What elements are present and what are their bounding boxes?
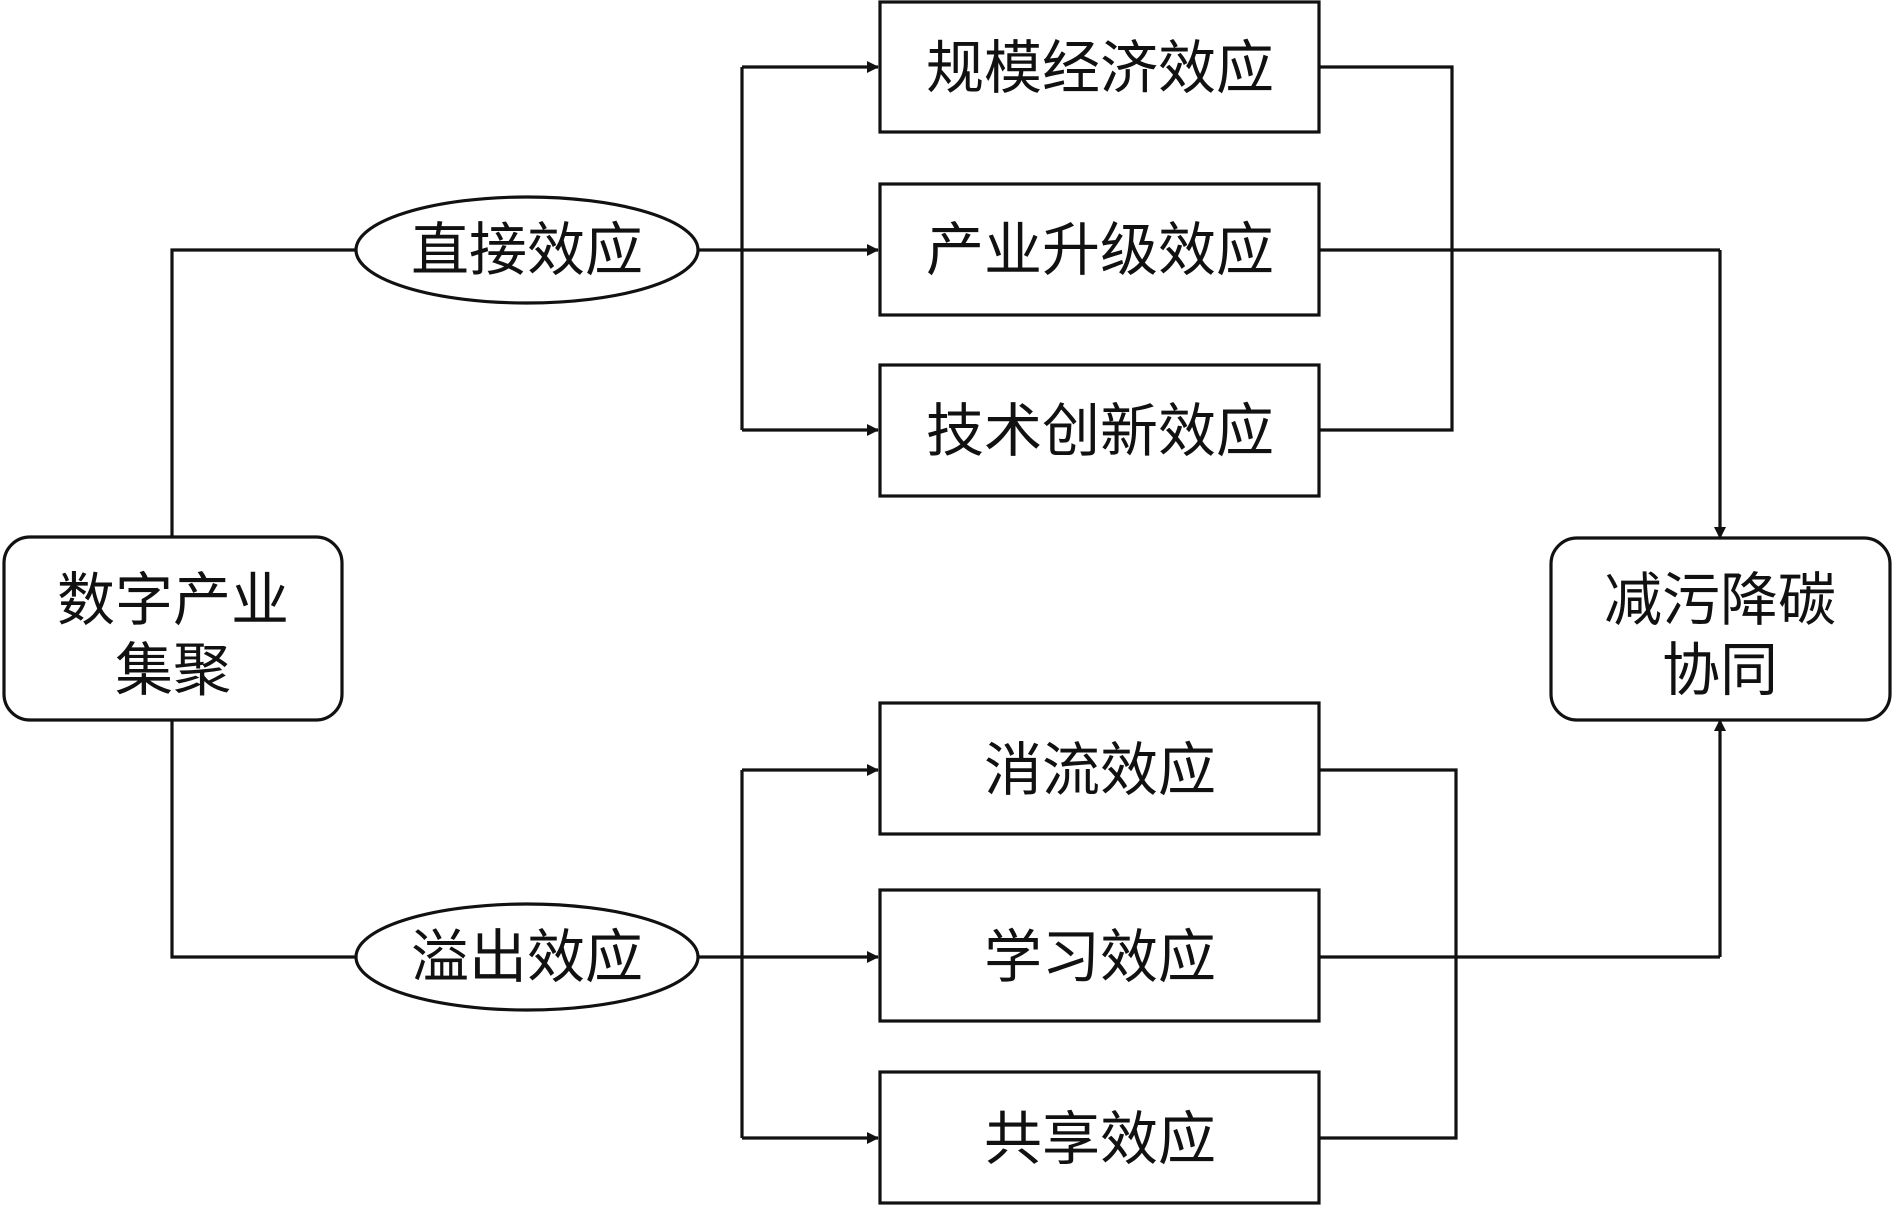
target-node: 减污降碳 协同 — [1549, 536, 1892, 722]
spillover-effect-1-label: 消流效应 — [984, 736, 1216, 804]
spillover-effect-2: 学习效应 — [878, 888, 1321, 1023]
spillover-effect-3-label: 共享效应 — [984, 1105, 1216, 1173]
direct-effect-2: 产业升级效应 — [878, 182, 1321, 317]
direct-effect-1: 规模经济效应 — [878, 0, 1321, 134]
connector-source-spillover — [170, 720, 356, 959]
target-node-line1: 减污降碳 — [1604, 566, 1836, 634]
spillover-effect-3: 共享效应 — [878, 1070, 1321, 1205]
connector-source-direct — [170, 248, 356, 537]
branch-direct: 直接效应 — [354, 195, 700, 305]
branch-spillover-label: 溢出效应 — [411, 923, 643, 991]
direct-effect-1-label: 规模经济效应 — [926, 34, 1274, 102]
branch-spillover: 溢出效应 — [354, 902, 700, 1012]
spillover-effect-2-label: 学习效应 — [984, 923, 1216, 991]
target-node-line2: 协同 — [1662, 636, 1778, 704]
spillover-effect-1: 消流效应 — [878, 701, 1321, 836]
source-node: 数字产业 集聚 — [2, 535, 344, 722]
source-node-line2: 集聚 — [115, 636, 231, 704]
direct-effect-2-label: 产业升级效应 — [926, 216, 1274, 284]
direct-effect-3: 技术创新效应 — [878, 363, 1321, 498]
source-node-line1: 数字产业 — [57, 566, 289, 634]
connector-spillover-right — [1319, 768, 1458, 1140]
direct-effect-3-label: 技术创新效应 — [926, 397, 1274, 465]
branch-direct-label: 直接效应 — [411, 216, 643, 284]
